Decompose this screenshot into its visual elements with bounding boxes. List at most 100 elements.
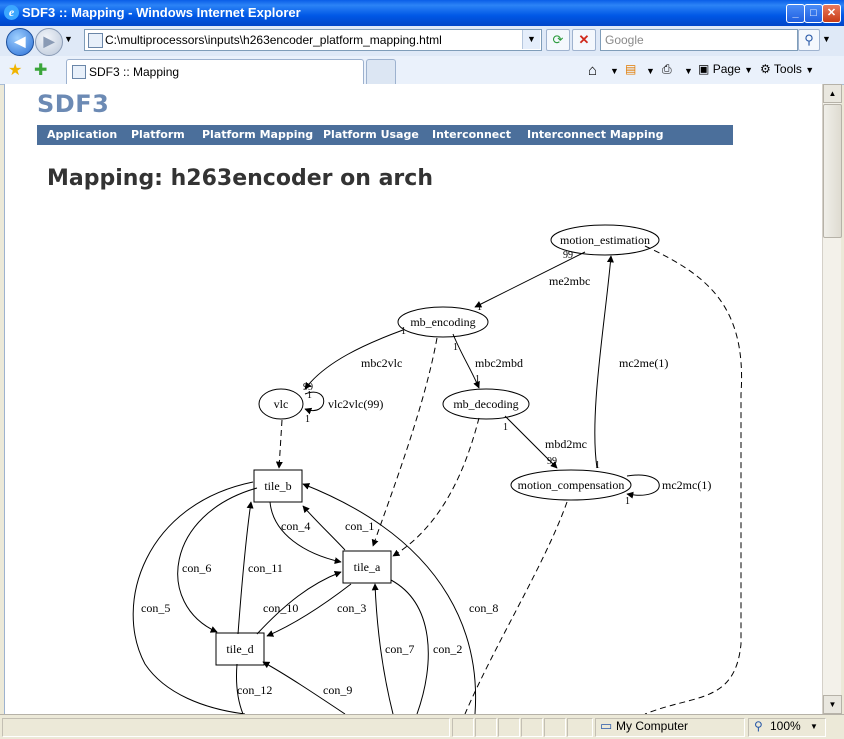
edge-con-9	[262, 661, 346, 714]
node-motion-estimation	[550, 224, 660, 256]
refresh-button[interactable]: ⟳	[546, 29, 570, 51]
edge-con-1	[302, 505, 346, 551]
rate-mbd-out: 1	[503, 422, 508, 433]
tools-menu-label: Tools	[773, 62, 802, 76]
vertical-scrollbar[interactable]: ▲ ▼	[822, 84, 842, 714]
label-con-9: con_9	[323, 683, 352, 697]
zoom-dropdown-icon[interactable]: ▼	[810, 722, 818, 731]
label-con-4: con_4	[281, 519, 310, 533]
edge-con-11	[237, 501, 254, 635]
site-logo[interactable]: SDF3	[37, 90, 110, 118]
status-pane	[567, 718, 593, 737]
edge-vlc-self	[304, 391, 325, 415]
add-favorite-icon[interactable]: ✚	[34, 62, 48, 79]
zoom-level: 100%	[770, 719, 801, 733]
rate-mbenc-out2: 1	[453, 342, 458, 353]
maximize-button[interactable]: □	[804, 4, 823, 23]
tools-menu[interactable]: ⚙ Tools ▼	[760, 62, 814, 76]
scroll-thumb[interactable]	[823, 104, 842, 238]
window-title: SDF3 :: Mapping - Windows Internet Explo…	[22, 5, 301, 20]
label-con-2: con_2	[433, 642, 462, 656]
address-bar[interactable]: C:\multiprocessors\inputs\h263encoder_pl…	[84, 29, 542, 51]
label-con-5: con_5	[141, 601, 170, 615]
new-tab-button[interactable]	[366, 59, 396, 84]
computer-icon: ▭	[600, 718, 613, 733]
edge-me2mbc	[474, 251, 586, 308]
print-icon[interactable]: ⎙	[662, 62, 672, 76]
search-placeholder: Google	[605, 33, 644, 47]
rate-me-99: 99	[563, 250, 573, 261]
tab-label: SDF3 :: Mapping	[89, 65, 180, 79]
edge-vlc-to-tile-b	[275, 419, 283, 469]
menu-interconnect[interactable]: Interconnect	[432, 128, 512, 141]
back-button[interactable]: ◀	[6, 28, 34, 56]
page-content: SDF3 Application Platform Platform Mappi…	[4, 84, 823, 714]
edge-con-6	[177, 487, 258, 633]
label-con-10: con_10	[263, 601, 298, 615]
rate-vlc-out: 1	[305, 414, 310, 425]
label-con-11: con_11	[248, 561, 283, 575]
rate-mbd-in: 1	[475, 374, 480, 385]
rate-mc-out: 1	[595, 460, 600, 471]
status-pane	[498, 718, 520, 737]
search-options-dropdown-icon[interactable]: ▼	[822, 34, 831, 44]
edge-mbenc-to-tile-a	[371, 337, 438, 547]
menu-application[interactable]: Application	[47, 128, 118, 141]
label-con-1: con_1	[345, 519, 374, 533]
minimize-button[interactable]: _	[786, 4, 805, 23]
tab-page-icon	[72, 65, 86, 79]
mapping-graph: motion_estimation mb_encoding vlc mb_dec…	[132, 224, 743, 714]
recent-pages-dropdown-icon[interactable]: ▼	[64, 34, 73, 44]
print-dropdown-icon[interactable]: ▼	[684, 66, 693, 76]
edge-mbc2vlc	[304, 329, 404, 390]
home-icon[interactable]: ⌂	[588, 62, 598, 79]
title-bar: e SDF3 :: Mapping - Windows Internet Exp…	[0, 0, 844, 26]
ie-logo-icon: e	[4, 5, 19, 20]
label-vlc: vlc	[274, 397, 289, 411]
label-tile-d: tile_d	[226, 642, 253, 656]
forward-button[interactable]: ▶	[35, 28, 63, 56]
search-icon[interactable]: ⚲	[798, 29, 820, 51]
label-mbc2vlc: mbc2vlc	[361, 356, 402, 370]
stop-button[interactable]: ✕	[572, 29, 596, 51]
edge-con-7	[371, 583, 394, 714]
label-con-8: con_8	[469, 601, 498, 615]
tools-dropdown-icon: ▼	[805, 65, 815, 75]
edge-mbdec-to-tile-a	[392, 417, 480, 557]
menu-platform-usage[interactable]: Platform Usage	[323, 128, 419, 141]
security-zone-pane[interactable]	[595, 718, 745, 737]
edge-mc-to-tile	[464, 501, 568, 714]
rate-vlc-99: 99	[303, 382, 313, 393]
page-menu[interactable]: ▣ Page ▼	[698, 62, 753, 76]
rate-mc-99: 99	[547, 456, 557, 467]
tab-current[interactable]: SDF3 :: Mapping	[66, 59, 364, 84]
node-tile-a	[342, 550, 392, 584]
zoom-pane[interactable]	[748, 718, 826, 737]
label-mb-encoding: mb_encoding	[410, 315, 475, 329]
search-input[interactable]: Google	[600, 29, 798, 51]
scroll-down-icon[interactable]: ▼	[823, 695, 842, 714]
feeds-icon[interactable]: ▤	[625, 62, 637, 76]
page-title: Mapping: h263encoder on arch	[47, 166, 433, 191]
close-button[interactable]: ✕	[822, 4, 841, 23]
zoom-icon: ⚲	[754, 719, 763, 733]
label-con-6: con_6	[182, 561, 211, 575]
edge-mc-self	[626, 474, 660, 499]
menu-platform[interactable]: Platform	[131, 128, 185, 141]
favorites-star-icon[interactable]: ★	[8, 62, 23, 79]
edge-mc2me	[594, 255, 614, 469]
label-con-7: con_7	[385, 642, 414, 656]
label-motion-estimation: motion_estimation	[560, 233, 650, 247]
edge-con-10	[256, 571, 342, 635]
security-zone-label: My Computer	[616, 719, 689, 733]
menu-interconnect-mapping[interactable]: Interconnect Mapping	[527, 128, 664, 141]
scroll-up-icon[interactable]: ▲	[823, 84, 842, 103]
address-input[interactable]: C:\multiprocessors\inputs\h263encoder_pl…	[105, 33, 442, 47]
home-dropdown-icon[interactable]: ▼	[610, 66, 619, 76]
page-menu-label: Page	[712, 62, 741, 76]
menu-platform-mapping[interactable]: Platform Mapping	[202, 128, 314, 141]
status-pane	[475, 718, 497, 737]
feeds-dropdown-icon[interactable]: ▼	[646, 66, 655, 76]
rate-mbenc-out1: 1	[401, 326, 406, 337]
address-dropdown-icon[interactable]: ▼	[522, 30, 540, 49]
